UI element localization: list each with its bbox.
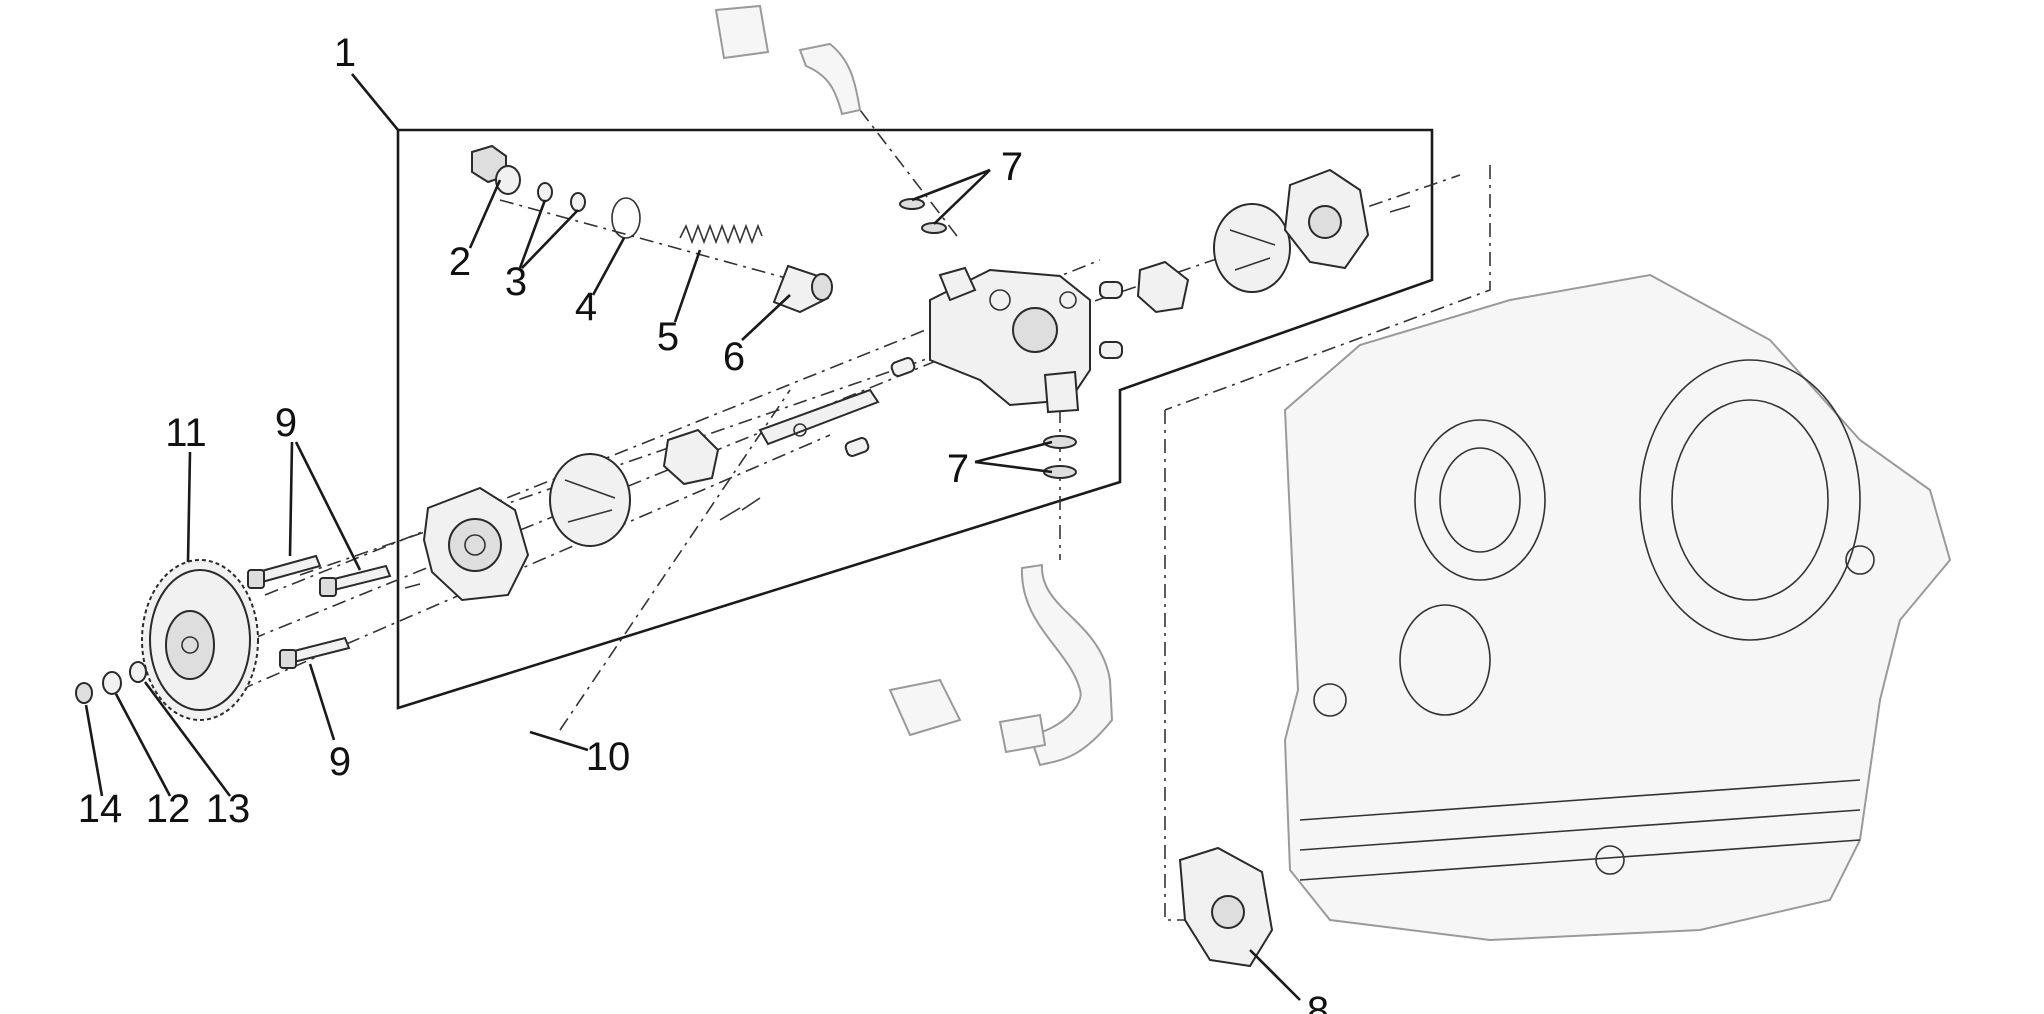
callout-label-c2: 2 bbox=[449, 240, 471, 284]
callout-label-c8: 8 bbox=[1307, 989, 1329, 1014]
callout-label-c11: 11 bbox=[165, 411, 207, 455]
relief-valve-parts bbox=[471, 144, 833, 314]
o-ring-part bbox=[611, 197, 641, 239]
callout-label-c7b: 7 bbox=[947, 447, 969, 491]
callout-label-c12: 12 bbox=[146, 787, 191, 831]
piston-part bbox=[772, 264, 833, 314]
drive-shaft-part bbox=[719, 357, 916, 521]
bolt-parts bbox=[247, 554, 421, 669]
flat-washer-part bbox=[129, 661, 147, 683]
callout-label-c4: 4 bbox=[575, 285, 597, 329]
lower-hose-fitting bbox=[888, 563, 1114, 767]
outer-rotor-upper bbox=[1213, 203, 1291, 293]
pump-cover-upper bbox=[1283, 168, 1370, 270]
callout-label-c9b: 9 bbox=[329, 740, 351, 784]
washer-part-a bbox=[537, 182, 553, 202]
nut-part bbox=[75, 682, 93, 704]
dowel-pin-b bbox=[1099, 341, 1123, 359]
spring-washer-part bbox=[102, 671, 122, 695]
upper-rotor-parts bbox=[1099, 168, 1411, 359]
screw-upper bbox=[1389, 205, 1411, 213]
pump-cover-lower bbox=[422, 486, 530, 602]
upper-seal-rings bbox=[899, 198, 947, 234]
inner-rotor-lower bbox=[662, 428, 720, 486]
callout-label-c3: 3 bbox=[505, 260, 527, 304]
callout-label-c10: 10 bbox=[586, 735, 631, 779]
lower-seal-rings bbox=[1043, 435, 1077, 479]
dowel-pin-a bbox=[1099, 281, 1123, 299]
upper-hose-fitting bbox=[714, 4, 862, 116]
plug-part bbox=[471, 144, 521, 195]
nut-and-washers bbox=[75, 661, 147, 704]
outer-rotor-lower bbox=[549, 453, 631, 547]
callout-label-c14: 14 bbox=[78, 787, 123, 831]
callout-label-c6: 6 bbox=[723, 335, 745, 379]
oil-pump-assembly-frame bbox=[396, 128, 1434, 710]
callout-label-c5: 5 bbox=[657, 315, 679, 359]
leader-lines bbox=[84, 73, 1301, 1001]
callout-label-c7a: 7 bbox=[1001, 145, 1023, 189]
washer-part-b bbox=[570, 192, 586, 212]
engine-crankcase bbox=[1283, 273, 1952, 942]
callout-label-c13: 13 bbox=[206, 787, 251, 831]
drive-gear-part bbox=[141, 559, 259, 721]
bottom-cover-part bbox=[1178, 846, 1274, 968]
oil-pump-body bbox=[929, 266, 1091, 414]
spring-part bbox=[679, 223, 763, 245]
callout-label-c1: 1 bbox=[334, 31, 356, 75]
inner-rotor-upper bbox=[1136, 260, 1190, 314]
callout-label-c9a: 9 bbox=[275, 401, 297, 445]
